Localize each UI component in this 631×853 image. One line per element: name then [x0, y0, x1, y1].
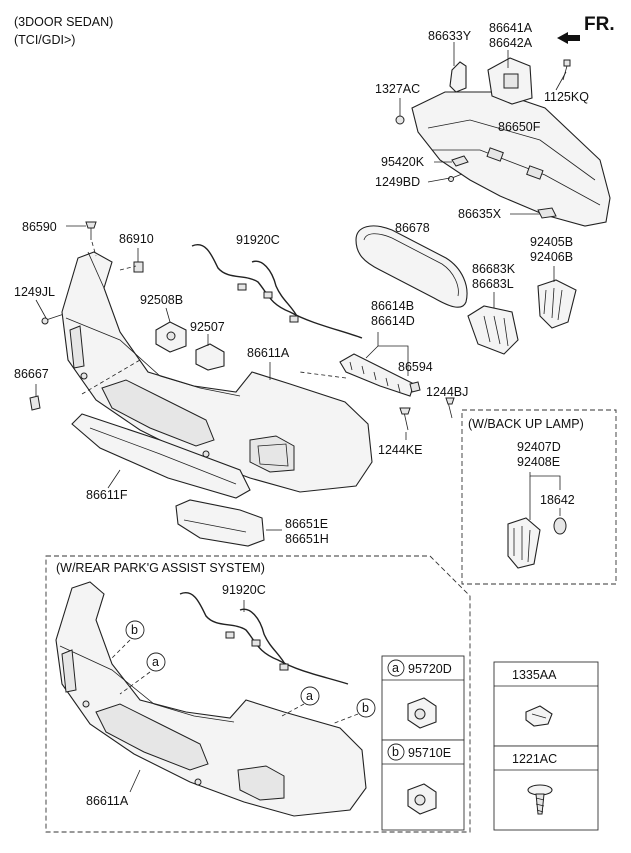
screw-1125KQ [562, 59, 571, 81]
marker-b-1-text: b [131, 623, 138, 637]
clip-95420K [451, 155, 469, 167]
label-86667: 86667 [14, 367, 49, 381]
park-assist-bumper [55, 581, 367, 817]
marker-a-2-text: a [306, 689, 313, 703]
marker-b-2-text: b [362, 701, 369, 715]
marker-a-2: a [300, 686, 320, 706]
header-line-2: (TCI/GDI>) [14, 33, 75, 47]
bolt-1249JL [41, 313, 65, 325]
label-86633Y: 86633Y [428, 29, 472, 43]
sensor-box-b: b 95710E [381, 739, 465, 831]
parking-sensor-icon [407, 783, 437, 815]
wiring-harness-91920C [191, 244, 363, 339]
park-assist-harness [179, 592, 349, 685]
park-assist-title: (W/REAR PARK'G ASSIST SYSTEM) [56, 561, 265, 575]
label-86594: 86594 [398, 360, 433, 374]
label-86678: 86678 [395, 221, 430, 235]
bracket-86651E [175, 499, 265, 547]
backup-lamp-box [461, 409, 617, 585]
clip-86910 [133, 261, 144, 273]
lamp-92405B [537, 279, 577, 329]
label-92408E: 92408E [517, 455, 560, 469]
label-86651H: 86651H [285, 532, 329, 546]
label-86651E: 86651E [285, 517, 328, 531]
label-92508B: 92508B [140, 293, 183, 307]
lower-cover-86611F [71, 413, 251, 499]
marker-a-1: a [146, 652, 166, 672]
label-86650F: 86650F [498, 120, 541, 134]
hardware-box-1335AA-label: 1335AA [512, 668, 557, 682]
clip-86635X [537, 207, 557, 219]
nut-86594 [409, 381, 421, 393]
label-1249JL: 1249JL [14, 285, 55, 299]
label-92507: 92507 [190, 320, 225, 334]
label-86614B: 86614B [371, 299, 414, 313]
label-1244KE: 1244KE [378, 443, 422, 457]
label-1244BJ: 1244BJ [426, 385, 468, 399]
bumper-rail-86650F [411, 91, 611, 227]
marker-b-2: b [356, 698, 376, 718]
label-91920C: 91920C [236, 233, 280, 247]
park-assist-label-86611A: 86611A [86, 794, 129, 808]
bracket-86641A [487, 57, 533, 105]
marker-a-1-text: a [152, 655, 159, 669]
sensor-box-b-part: 95710E [408, 746, 451, 760]
label-86635X: 86635X [458, 207, 502, 221]
label-86611A: 86611A [247, 346, 290, 360]
sensor-bracket-92508B [155, 321, 187, 353]
label-86683K: 86683K [472, 262, 516, 276]
bulb-18642 [553, 517, 567, 535]
screw-icon [527, 784, 553, 815]
label-92406B: 92406B [530, 250, 573, 264]
label-95420K: 95420K [381, 155, 425, 169]
label-86614D: 86614D [371, 314, 415, 328]
label-18642: 18642 [540, 493, 575, 507]
bolt-1244BJ [445, 397, 455, 419]
garnish-86678 [355, 225, 468, 308]
bolt-1244KE [399, 407, 411, 431]
label-86641A: 86641A [489, 21, 533, 35]
sensor-box-a: a 95720D [381, 655, 465, 741]
hardware-box-1221AC-label: 1221AC [512, 752, 557, 766]
clip-86667 [29, 395, 41, 411]
hardware-box-1221AC: 1221AC [493, 745, 599, 831]
marker-b-1: b [125, 620, 145, 640]
label-86642A: 86642A [489, 36, 533, 50]
park-assist-box [45, 555, 471, 833]
label-86683L: 86683L [472, 277, 514, 291]
label-86611F: 86611F [86, 488, 128, 502]
label-1327AC: 1327AC [375, 82, 420, 96]
sensor-box-a-part: 95720D [408, 662, 452, 676]
front-direction-label: FR. [584, 14, 615, 35]
clip-nut-icon [525, 705, 553, 727]
label-86910: 86910 [119, 232, 154, 246]
park-assist-label-91920C: 91920C [222, 583, 266, 597]
sensor-bracket-92507 [195, 343, 225, 371]
hardware-box-1335AA: 1335AA [493, 661, 599, 747]
label-92405B: 92405B [530, 235, 573, 249]
header-line-1: (3DOOR SEDAN) [14, 15, 113, 29]
screw-1249BD [448, 173, 463, 182]
label-1125KQ: 1125KQ [544, 90, 589, 104]
parking-sensor-icon [407, 697, 437, 729]
front-arrow-icon [557, 32, 580, 44]
label-92407D: 92407D [517, 440, 561, 454]
rear-bumper-86611A [61, 251, 373, 493]
bracket-86633Y [449, 61, 467, 93]
sensor-box-b-marker: b [392, 745, 399, 759]
nut-1327AC [395, 115, 405, 125]
backup-lamp-title: (W/BACK UP LAMP) [468, 417, 584, 431]
label-86590: 86590 [22, 220, 57, 234]
sensor-box-a-marker: a [392, 661, 399, 675]
reflector-86683K [467, 305, 519, 355]
screw-86590 [85, 221, 97, 240]
label-1249BD: 1249BD [375, 175, 420, 189]
lamp-92407D [507, 517, 541, 569]
